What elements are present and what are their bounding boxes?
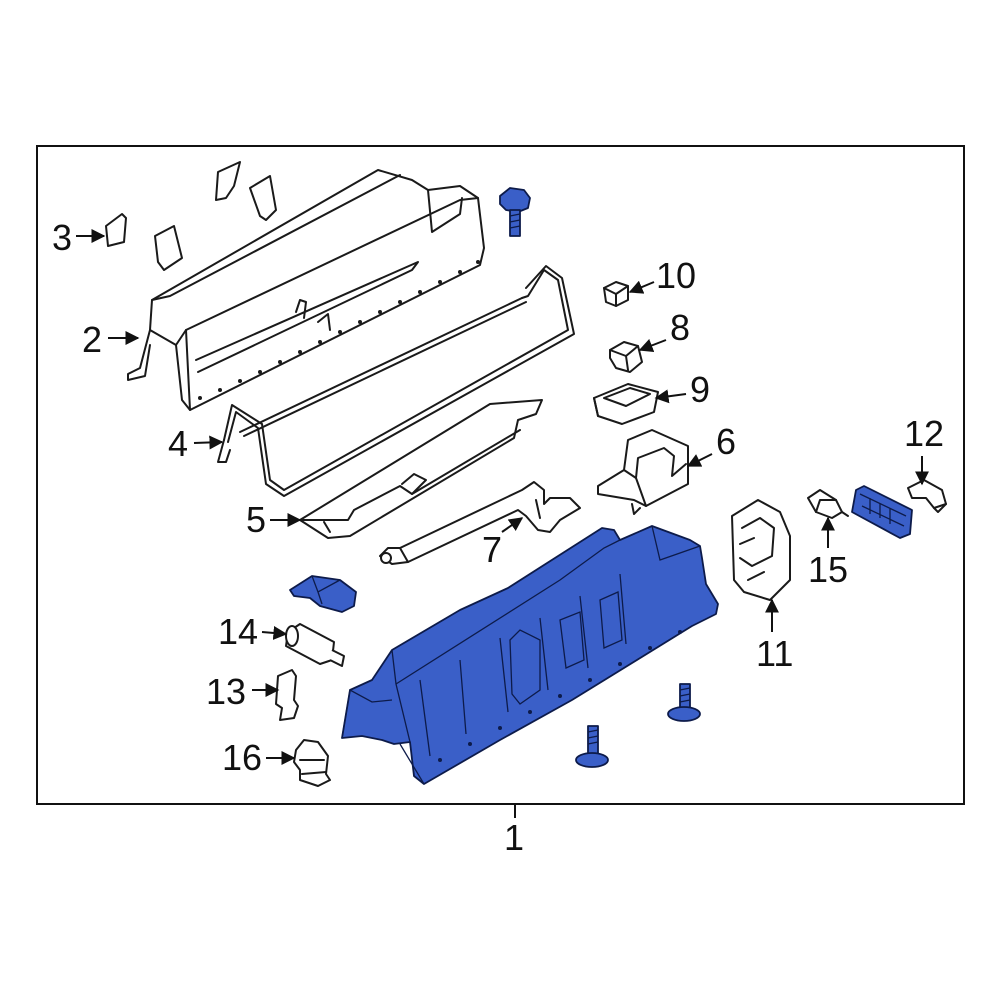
part-10-connector[interactable] [603, 281, 629, 307]
svg-text:3: 3 [52, 217, 72, 258]
callout-13: 13 [206, 671, 280, 712]
bolt-bottom-left[interactable] [575, 725, 609, 768]
svg-text:16: 16 [222, 737, 262, 778]
callout-14: 14 [218, 611, 288, 652]
part-16-grommet[interactable] [293, 739, 331, 787]
svg-text:12: 12 [904, 413, 944, 454]
part-4-seal-gasket[interactable] [217, 265, 575, 497]
callout-10: 10 [628, 255, 696, 296]
svg-text:4: 4 [168, 423, 188, 464]
svg-text:2: 2 [82, 319, 102, 360]
callout-3: 3 [52, 217, 106, 258]
callout-11: 11 [756, 598, 793, 674]
part-12-clip[interactable] [907, 479, 947, 513]
callout-2: 2 [82, 319, 140, 360]
callout-15: 15 [808, 516, 848, 590]
svg-text:11: 11 [756, 633, 793, 674]
part-6-holder-tray[interactable] [597, 429, 689, 515]
callout-8: 8 [638, 307, 690, 353]
callout-5: 5 [246, 499, 302, 540]
part-1-battery-assembly[interactable] [341, 525, 719, 785]
svg-text:6: 6 [716, 421, 736, 462]
part-3-label-tabs[interactable] [105, 161, 277, 271]
part-bus-bar[interactable] [851, 485, 913, 539]
callout-16: 16 [222, 737, 296, 778]
part-5-tray[interactable] [299, 399, 543, 539]
svg-text:10: 10 [656, 255, 696, 296]
part-13-bracket[interactable] [275, 669, 299, 721]
svg-text:1: 1 [504, 817, 524, 858]
part-2-top-cover[interactable] [127, 169, 485, 411]
part-8-connector[interactable] [609, 341, 643, 373]
svg-text:15: 15 [808, 549, 848, 590]
bolt-bottom-right[interactable] [667, 683, 701, 722]
part-9-pad[interactable] [593, 383, 659, 425]
part-11-control-module[interactable] [731, 499, 791, 601]
part-15-fuse[interactable] [807, 489, 849, 519]
callout-1: 1 [504, 817, 524, 858]
part-14-connector[interactable] [285, 623, 345, 667]
part-7-bracket-rod[interactable] [379, 481, 581, 565]
bolt-top[interactable] [499, 187, 531, 237]
svg-text:13: 13 [206, 671, 246, 712]
callout-7: 7 [482, 517, 524, 570]
callout-9: 9 [654, 369, 710, 410]
svg-text:8: 8 [670, 307, 690, 348]
callout-4: 4 [168, 423, 224, 464]
part-harness-connector[interactable] [289, 575, 357, 613]
svg-text:7: 7 [482, 529, 502, 570]
svg-text:14: 14 [218, 611, 258, 652]
callout-12: 12 [904, 413, 944, 486]
svg-text:5: 5 [246, 499, 266, 540]
svg-text:9: 9 [690, 369, 710, 410]
callout-6: 6 [686, 421, 736, 467]
diagram-frame [36, 145, 965, 805]
